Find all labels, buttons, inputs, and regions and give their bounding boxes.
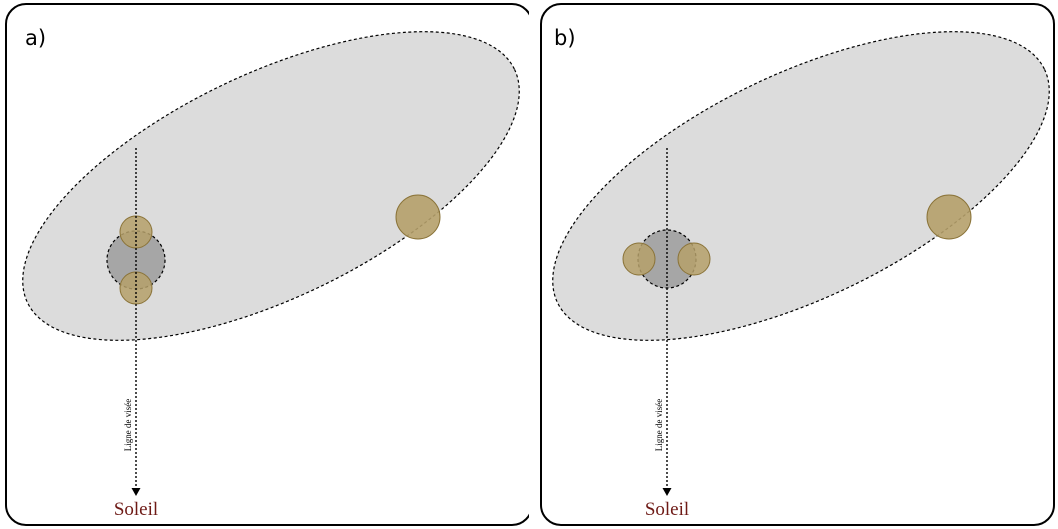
moon-right	[677, 242, 711, 276]
panel-b-diagram: b) Ligne de visée Soleil	[540, 3, 1055, 526]
moon-far	[926, 194, 972, 240]
panel-a-diagram: a) Ligne de visée Soleil	[5, 3, 529, 526]
sun-label: Soleil	[645, 499, 689, 520]
sun-label: Soleil	[114, 499, 158, 520]
line-of-sight-arrowhead	[131, 488, 141, 496]
moon-far	[395, 194, 441, 240]
panel-b: b) Ligne de visée Soleil	[529, 0, 1058, 529]
moon-left	[622, 242, 656, 276]
line-of-sight-label: Ligne de visée	[654, 399, 664, 451]
panel-letter: b)	[554, 26, 576, 50]
panel-letter: a)	[25, 26, 46, 50]
panel-a: a) Ligne de visée Soleil	[5, 3, 529, 526]
line-of-sight-label: Ligne de visée	[123, 399, 133, 451]
line-of-sight-arrowhead	[662, 488, 672, 496]
